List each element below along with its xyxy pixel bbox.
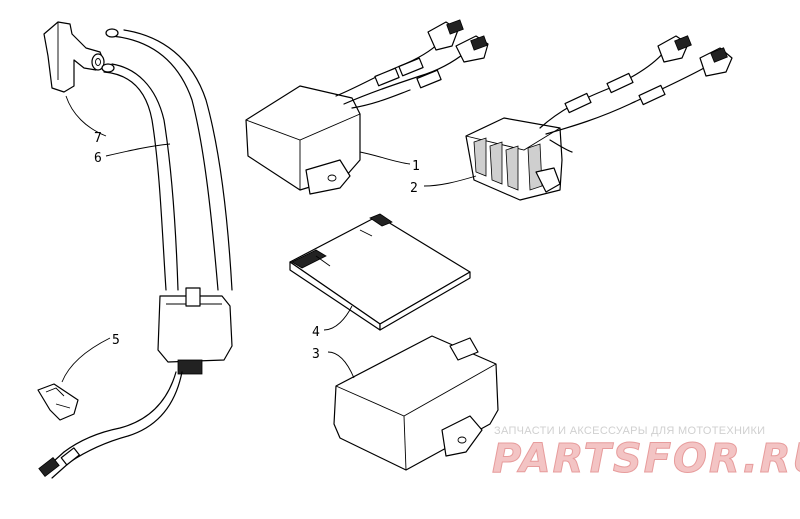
control-box xyxy=(333,335,499,471)
callout-1: 1 xyxy=(412,159,420,174)
leader-7 xyxy=(65,95,107,137)
wire-clip xyxy=(37,383,79,421)
leader-4 xyxy=(323,305,353,331)
spark-plug-cap xyxy=(43,21,105,93)
watermark-subtitle: ЗАПЧАСТИ И АКСЕССУАРЫ ДЛЯ МОТОТЕХНИКИ xyxy=(494,425,765,437)
leader-5 xyxy=(61,337,111,383)
callout-3: 3 xyxy=(312,347,320,362)
ignition-coil xyxy=(38,28,233,479)
leader-3 xyxy=(327,351,355,379)
callout-5: 5 xyxy=(112,333,120,348)
leader-2 xyxy=(423,175,477,187)
callout-7: 7 xyxy=(94,131,102,146)
cdi-module xyxy=(245,19,489,195)
leader-1 xyxy=(359,151,411,165)
callout-4: 4 xyxy=(312,325,320,340)
voltage-regulator xyxy=(465,35,733,201)
callout-6: 6 xyxy=(94,151,102,166)
watermark-logo: PARTSFOR.RU xyxy=(492,436,800,482)
leader-6 xyxy=(105,143,171,157)
callout-2: 2 xyxy=(410,181,418,196)
insulator-pad xyxy=(289,213,471,331)
